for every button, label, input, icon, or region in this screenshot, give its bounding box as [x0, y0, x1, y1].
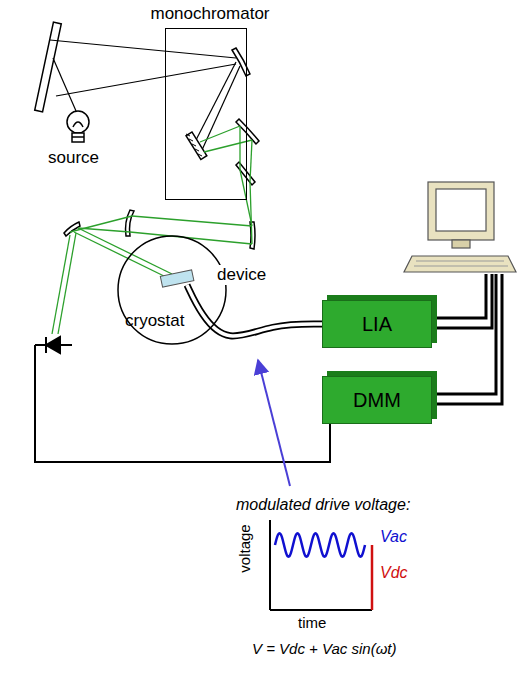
circuit-wire [35, 345, 330, 462]
signal-name: Vdc [380, 564, 408, 582]
formula: V = Vdc + Vac sin(ωt) [252, 640, 397, 657]
signal-cable [187, 285, 322, 336]
computer-icon [404, 182, 516, 272]
diffraction-grating [186, 132, 207, 159]
multimeter: DMM [322, 376, 432, 424]
waveform-plot [270, 520, 372, 610]
cryostat-circle: cryostatdevice [117, 235, 227, 345]
pointer-arrow [258, 360, 290, 486]
monochromator-housing [165, 28, 247, 200]
sample-plate [157, 265, 201, 291]
axis-label: voltage [236, 524, 253, 572]
source-label: source [48, 148, 99, 168]
caption-note: modulated drive voltage: [236, 496, 410, 514]
sample-device: device [157, 265, 272, 291]
lamp-symbol [67, 111, 89, 142]
node-label: device [215, 265, 268, 285]
node-label: monochromator [142, 4, 278, 24]
node-label: DMM [353, 389, 401, 412]
lock-in-amplifier: LIA [322, 300, 432, 348]
photodiode-symbol [35, 337, 72, 353]
signal-name: Vac [380, 528, 407, 546]
light-ray [50, 40, 240, 150]
node-label: LIA [362, 313, 392, 336]
monochromator-box: monochromator [142, 4, 278, 202]
node-label: cryostat [125, 311, 185, 331]
axis-label: time [298, 614, 326, 631]
